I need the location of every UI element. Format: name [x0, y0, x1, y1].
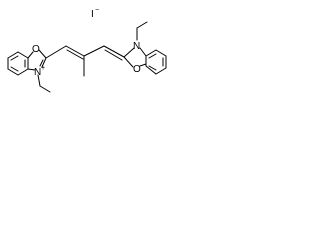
bond	[155, 49, 167, 57]
right-nitrogen-atom: N	[133, 41, 140, 52]
bond	[27, 68, 36, 71]
bond	[37, 74, 41, 87]
iodide-symbol: I	[91, 9, 94, 20]
bond	[83, 45, 105, 57]
bond	[39, 59, 44, 67]
bond	[148, 53, 157, 59]
bond	[104, 49, 123, 61]
bond	[17, 68, 29, 76]
right-oxygen-atom: O	[133, 64, 141, 75]
bond	[65, 45, 85, 57]
bond	[145, 65, 157, 75]
left-benzoxazolium: O N +	[7, 44, 51, 93]
bond	[17, 51, 29, 59]
bond	[123, 47, 135, 58]
iodide-charge: −	[95, 7, 99, 14]
bond	[10, 55, 19, 61]
left-nitrogen-charge: +	[41, 65, 45, 72]
bond	[148, 65, 157, 71]
iodide-counter-ion: I −	[91, 7, 99, 20]
bond	[66, 49, 84, 60]
bond	[136, 21, 148, 29]
bond	[139, 47, 147, 57]
bond	[27, 51, 34, 59]
bond	[123, 56, 134, 68]
bond	[7, 68, 19, 76]
bond	[45, 45, 67, 59]
bond	[155, 67, 167, 75]
bond	[103, 45, 125, 58]
bond	[38, 49, 47, 59]
bond	[7, 51, 19, 59]
bond	[145, 49, 157, 57]
bond	[139, 63, 147, 67]
left-nitrogen-atom: N	[34, 67, 41, 78]
methine-bridge	[45, 45, 125, 77]
cyanine-dye-structure: I − O N +	[7, 7, 167, 93]
left-oxygen-atom: O	[32, 44, 40, 55]
bond	[41, 57, 47, 68]
right-benzoxazoline: N O	[123, 21, 167, 75]
bond	[10, 66, 19, 72]
bond	[39, 85, 51, 93]
